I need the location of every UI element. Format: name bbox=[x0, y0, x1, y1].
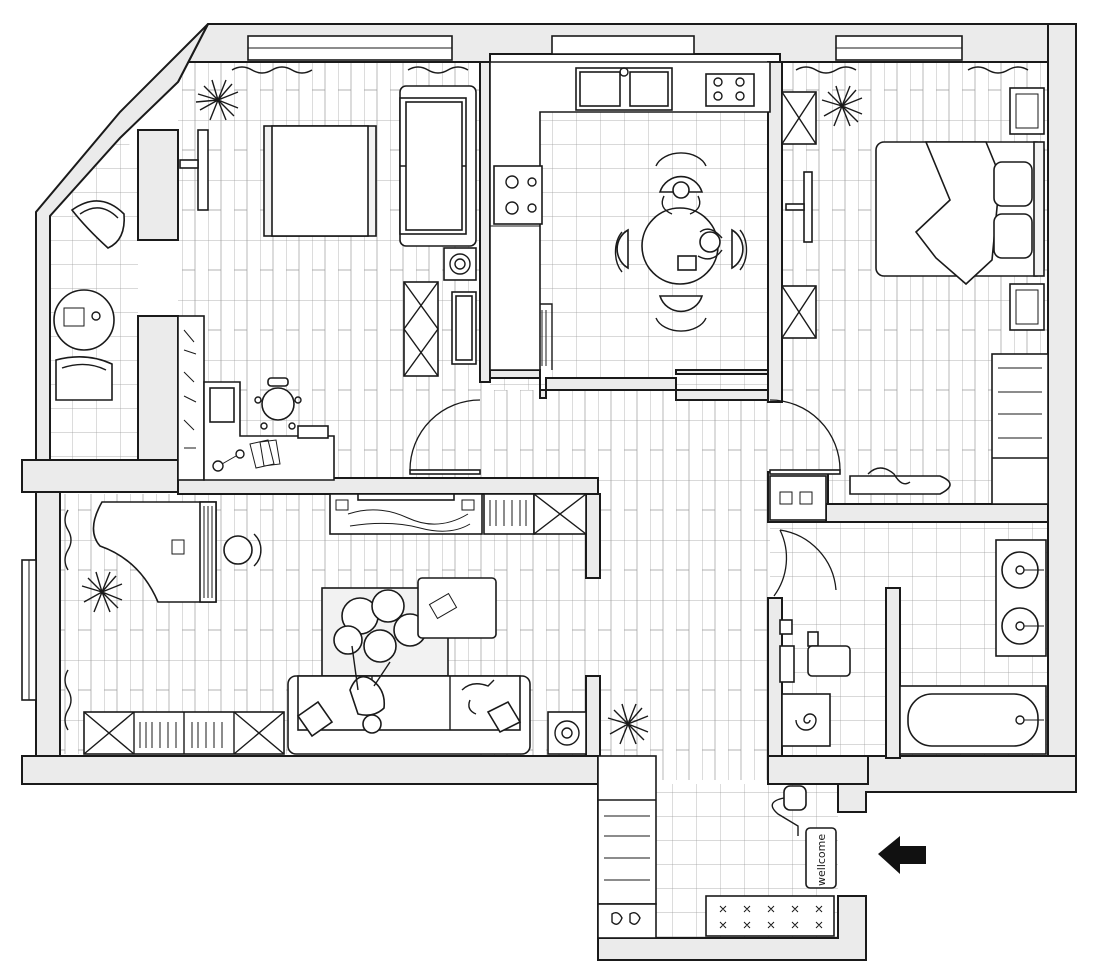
wardrobe-right bbox=[991, 353, 1049, 505]
music-room bbox=[64, 493, 587, 755]
sofa-icon bbox=[399, 85, 477, 247]
welcome-mat: wellcome bbox=[805, 827, 837, 889]
washing-machine-icon bbox=[781, 693, 831, 747]
nightstand-bottom bbox=[1009, 283, 1045, 331]
entrance-arrow-icon bbox=[878, 836, 926, 874]
plant-icon bbox=[821, 85, 863, 127]
shelf-music bbox=[483, 493, 587, 535]
air-purifier-icon bbox=[547, 711, 587, 755]
outer-wall-bottom-right bbox=[837, 755, 1077, 813]
sofa-icon bbox=[287, 675, 531, 755]
door-bathroom bbox=[773, 529, 788, 597]
wall-bedroom-bottom-2 bbox=[825, 503, 1049, 523]
wall-bath-inner bbox=[885, 587, 901, 759]
balcony bbox=[53, 200, 125, 401]
shoe-bench bbox=[705, 895, 835, 937]
toilet-icon bbox=[779, 619, 851, 683]
bedroom bbox=[769, 66, 1049, 505]
wall-balcony-music bbox=[21, 459, 179, 493]
tv-living bbox=[179, 129, 209, 211]
window-kitchen bbox=[551, 35, 695, 55]
bathroom bbox=[769, 475, 1047, 755]
chair-icon bbox=[55, 200, 125, 401]
bed-icon bbox=[875, 141, 1045, 286]
plant-icon bbox=[607, 703, 649, 745]
curtain-living bbox=[231, 66, 469, 74]
wardrobe-bedroom bbox=[781, 91, 817, 339]
curtain-music bbox=[64, 509, 72, 731]
nightstand-top bbox=[1009, 87, 1045, 135]
piano-icon bbox=[92, 501, 217, 603]
wall-living-kitchen bbox=[479, 61, 491, 383]
curtain-bedroom bbox=[795, 66, 1029, 74]
stool-icon bbox=[223, 533, 262, 567]
storage-closet bbox=[769, 475, 827, 521]
plant-icon bbox=[81, 571, 123, 613]
tv-bedroom bbox=[785, 171, 813, 243]
stove-icon bbox=[705, 73, 755, 107]
ironing-board bbox=[849, 467, 951, 495]
entry: wellcome bbox=[597, 755, 837, 939]
rug-living bbox=[263, 125, 377, 237]
tv-console bbox=[329, 493, 483, 535]
balcony-wall bbox=[137, 129, 179, 241]
bathtub-icon bbox=[899, 685, 1047, 755]
ottoman bbox=[417, 577, 497, 639]
windows bbox=[21, 35, 963, 701]
desk-living bbox=[203, 381, 335, 481]
door-bedroom bbox=[769, 399, 841, 471]
entry-closet bbox=[597, 755, 657, 939]
dining-table bbox=[641, 207, 719, 285]
wall-hall-bottom bbox=[767, 755, 869, 785]
chair-icon bbox=[254, 377, 302, 430]
dishwasher-icon bbox=[540, 303, 553, 370]
dog-icon bbox=[461, 679, 495, 715]
person-icon bbox=[661, 181, 723, 260]
cabinet-living bbox=[403, 281, 477, 377]
sink-icon bbox=[995, 539, 1047, 657]
wall-music-right bbox=[585, 493, 601, 579]
coffee-table bbox=[53, 289, 115, 351]
bookshelf-living bbox=[177, 315, 205, 481]
plant-icon bbox=[195, 79, 239, 121]
hall bbox=[607, 703, 649, 745]
speaker-icon bbox=[443, 247, 477, 281]
wall-kitchen-bedroom bbox=[767, 61, 783, 403]
sink-icon bbox=[575, 67, 673, 111]
welcome-mat-label: wellcome bbox=[815, 834, 828, 886]
person-icon bbox=[349, 645, 391, 734]
door-living bbox=[409, 399, 481, 471]
oven-icon bbox=[493, 165, 543, 225]
wall-music-right-lower bbox=[585, 675, 601, 757]
outer-wall-right bbox=[1047, 23, 1077, 793]
living-room bbox=[177, 66, 481, 481]
bookcase-music bbox=[83, 711, 285, 755]
kitchen bbox=[489, 61, 771, 371]
balcony-wall-lower bbox=[137, 315, 179, 467]
vacuum-icon bbox=[771, 785, 807, 836]
